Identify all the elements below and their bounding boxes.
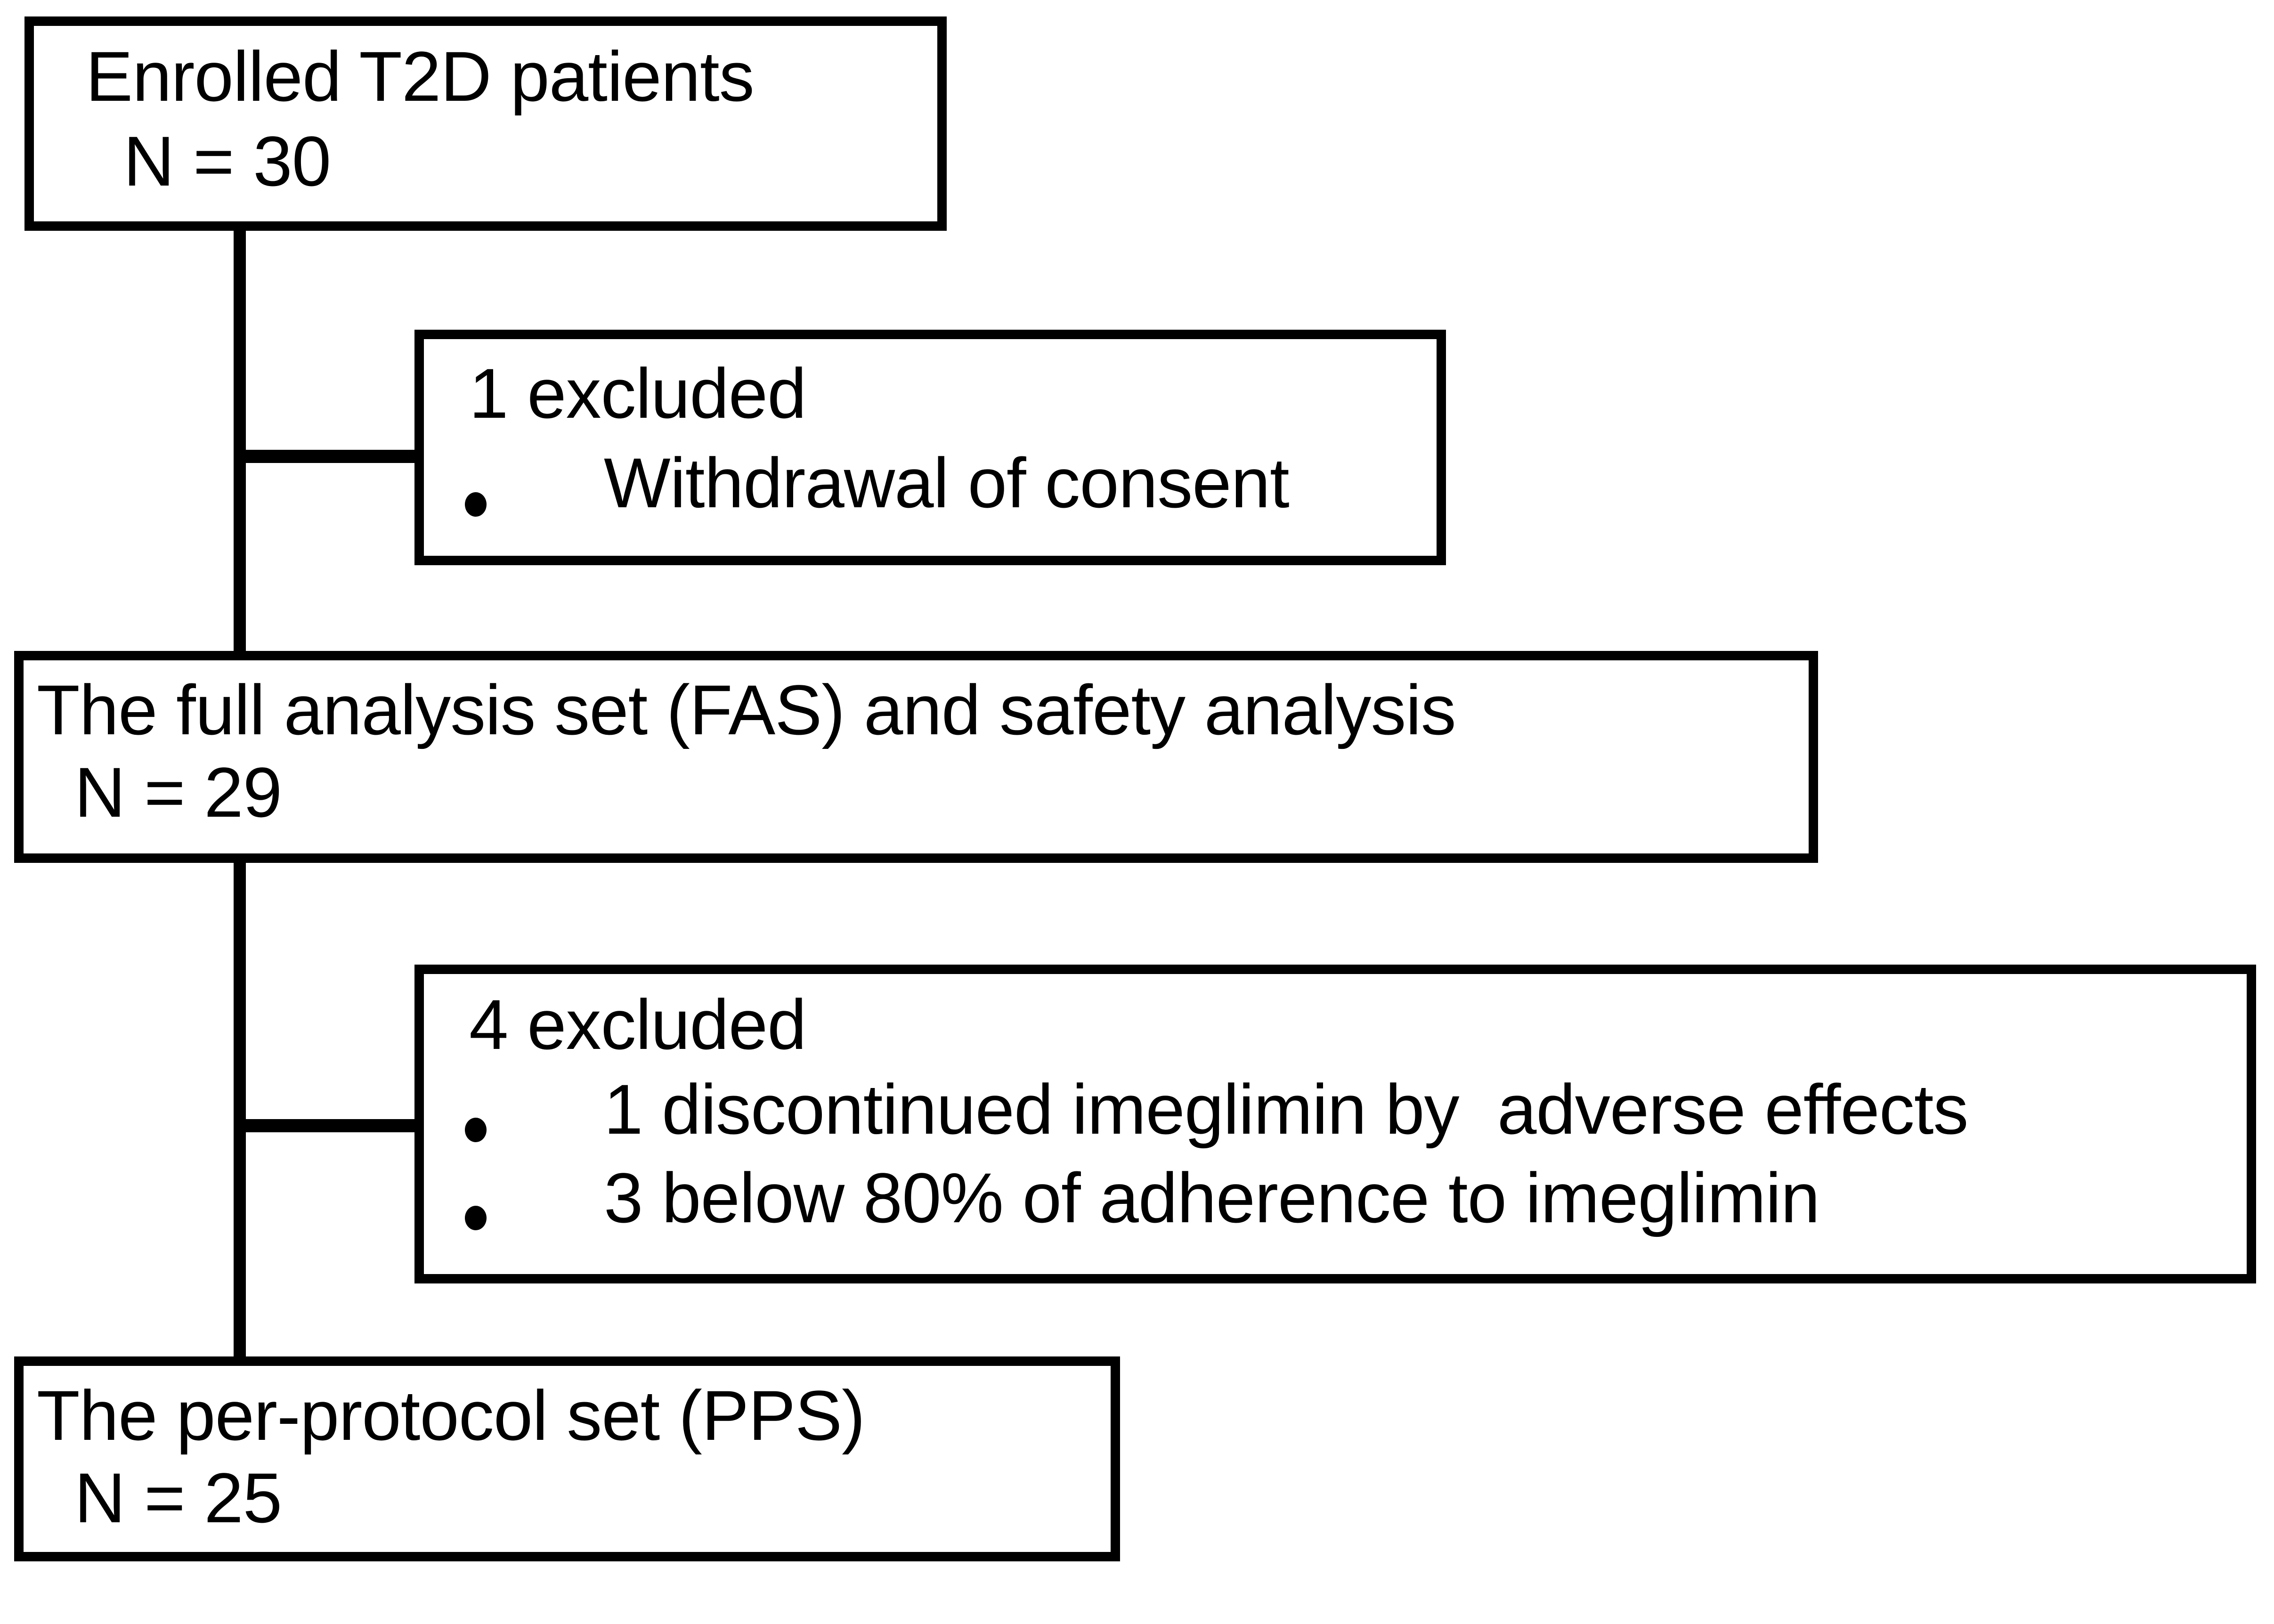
fas-line-2: N = 29 xyxy=(74,753,282,832)
node-excluded-1: 1 excluded Withdrawal of consent xyxy=(414,330,1446,565)
pps-line-1: The per-protocol set (PPS) xyxy=(37,1376,865,1455)
excluded-1-heading: 1 excluded xyxy=(469,354,807,433)
branch-connector-excluded-2 xyxy=(234,1119,422,1132)
node-full-analysis-set: The full analysis set (FAS) and safety a… xyxy=(14,651,1818,863)
enrolled-line-1: Enrolled T2D patients xyxy=(86,37,755,116)
pps-line-2: N = 25 xyxy=(74,1458,282,1537)
node-excluded-2: 4 excluded 1 discontinued imeglimin by a… xyxy=(414,965,2256,1283)
fas-line-1: The full analysis set (FAS) and safety a… xyxy=(37,670,1456,749)
excluded-2-heading: 4 excluded xyxy=(469,985,807,1064)
branch-connector-excluded-1 xyxy=(234,450,422,463)
bullet-icon xyxy=(465,1118,487,1142)
node-per-protocol-set: The per-protocol set (PPS) N = 25 xyxy=(14,1356,1120,1561)
bullet-icon xyxy=(465,1206,487,1230)
spine-connector-enrolled-to-fas xyxy=(234,221,246,659)
node-enrolled-patients: Enrolled T2D patients N = 30 xyxy=(24,16,947,231)
spine-connector-fas-to-pps xyxy=(234,853,246,1367)
bullet-icon xyxy=(465,492,487,517)
excluded-2-bullet-0: 1 discontinued imeglimin by adverse effe… xyxy=(604,1070,1968,1149)
enrolled-line-2: N = 30 xyxy=(123,122,331,201)
excluded-1-bullet-0: Withdrawal of consent xyxy=(604,443,1290,522)
excluded-2-bullet-1: 3 below 80% of adherence to imeglimin xyxy=(604,1158,1820,1237)
